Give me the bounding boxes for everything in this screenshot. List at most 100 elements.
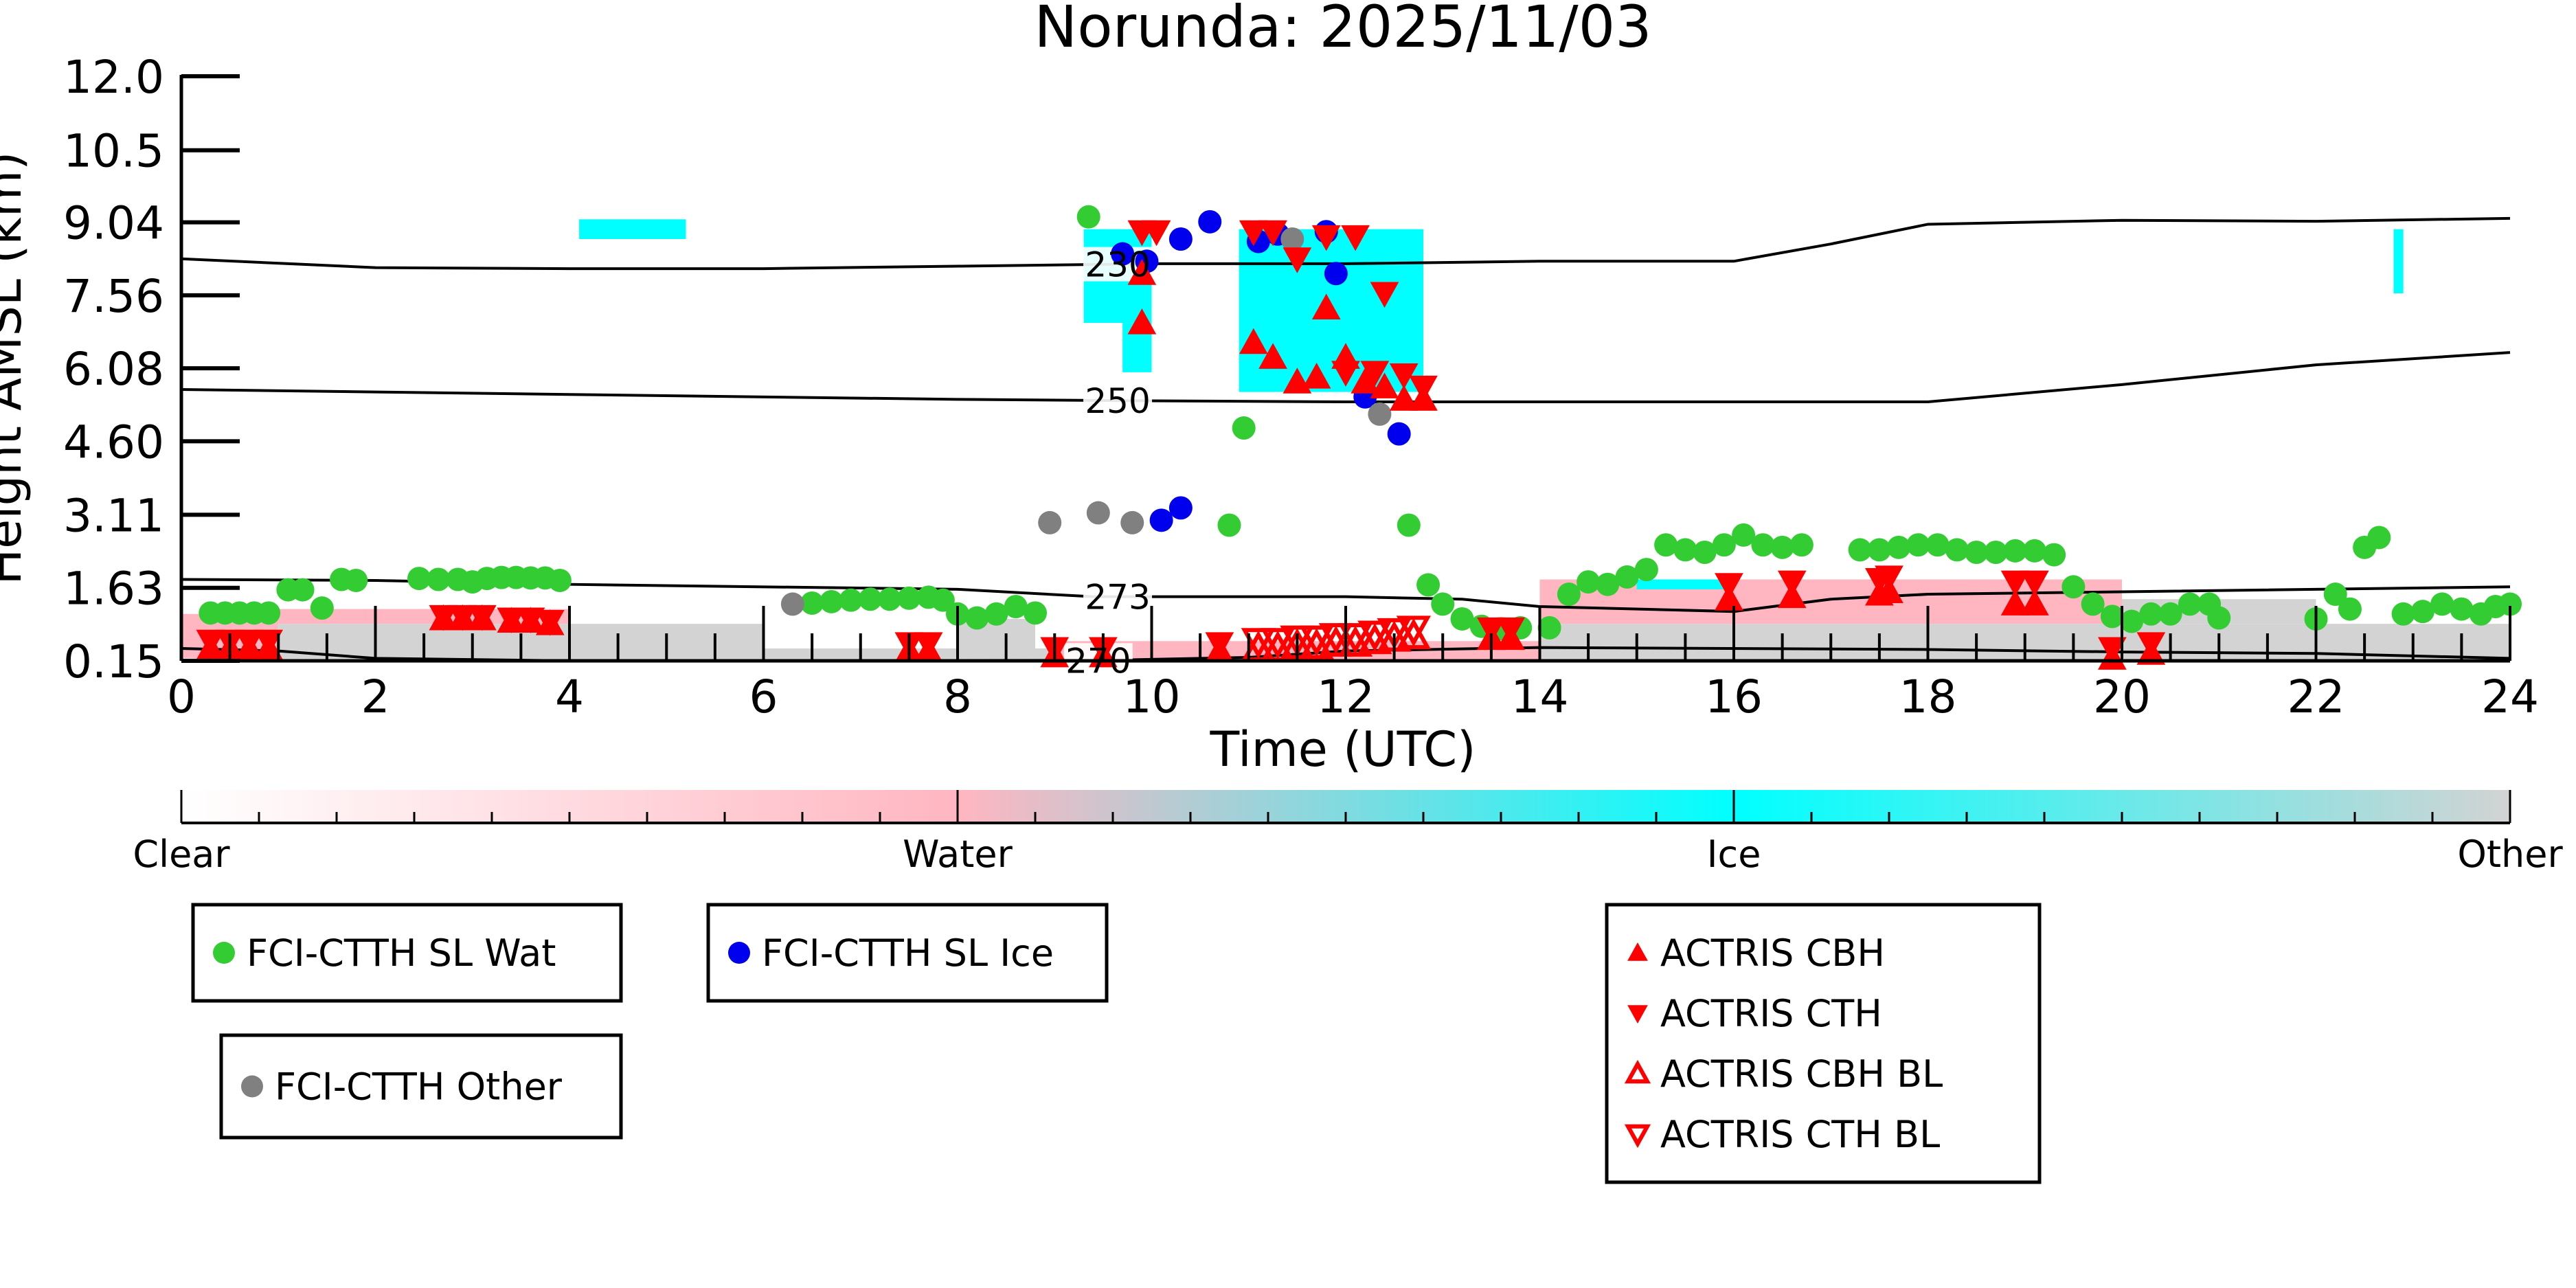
x-tick-label: 4 — [555, 670, 584, 723]
point-actris-cth — [235, 629, 264, 656]
point-fci-ctth-sl-wat — [1450, 607, 1474, 631]
contour-label: 250 — [1085, 381, 1150, 421]
colorbar-label: Water — [903, 833, 1013, 876]
point-actris-cbh — [2000, 589, 2030, 615]
point-fci-ctth-sl-wat — [2338, 597, 2362, 621]
point-actris-cth — [448, 605, 477, 631]
legend-marker-icon — [213, 942, 235, 964]
point-actris-cth-bl — [1299, 625, 1334, 657]
point-fci-ctth-sl-wat — [1906, 533, 1930, 557]
point-fci-ctth-sl-wat — [2430, 592, 2454, 616]
point-fci-ctth-sl-wat — [1887, 535, 1911, 559]
point-actris-cbh — [1258, 343, 1287, 369]
chart-title: Norunda: 2025/11/03 — [1034, 0, 1651, 60]
point-actris-cbh-bl — [1396, 618, 1431, 650]
point-fci-ctth-sl-wat — [897, 586, 921, 610]
point-fci-ctth-sl-wat — [858, 587, 882, 611]
point-actris-cth-bl — [1241, 628, 1276, 659]
point-actris-cth-bl — [1377, 618, 1412, 650]
point-fci-ctth-sl-wat — [2207, 606, 2231, 630]
point-actris-cbh-bl — [1338, 625, 1373, 657]
mask-ice — [579, 219, 686, 239]
point-fci-ctth-sl-wat — [2323, 583, 2347, 607]
point-fci-ctth-sl-wat — [965, 606, 989, 630]
colorbar-label: Clear — [133, 833, 230, 876]
point-actris-cbh — [1389, 385, 1419, 411]
legend-marker-icon — [1627, 1005, 1648, 1024]
contour-label-bg — [1083, 579, 1153, 614]
point-fci-ctth-sl-wat — [1004, 595, 1028, 619]
legend-frame — [191, 903, 623, 1003]
legend-frame — [1605, 903, 2042, 1184]
legend-label: ACTRIS CTH — [1660, 992, 1882, 1035]
legend-label: FCI-CTTH Other — [275, 1065, 563, 1109]
legend-label: ACTRIS CBH — [1660, 931, 1885, 975]
legend-marker-icon — [1627, 942, 1648, 961]
x-tick-label: 24 — [2481, 670, 2539, 723]
x-axis-label: Time (UTC) — [1210, 721, 1476, 778]
point-fci-ctth-sl-ice — [1168, 496, 1193, 520]
point-fci-ctth-sl-wat — [820, 589, 844, 613]
point-fci-ctth-sl-wat — [1076, 205, 1100, 229]
point-actris-cth — [1715, 573, 1743, 599]
point-fci-ctth-sl-wat — [1557, 583, 1581, 607]
legend-label: FCI-CTTH SL Ice — [762, 931, 1054, 975]
point-actris-cth — [1258, 220, 1287, 247]
legend-marker-icon — [728, 942, 750, 964]
x-tick-label: 0 — [167, 670, 196, 723]
point-fci-ctth-sl-wat — [2061, 575, 2086, 599]
point-fci-ctth-sl-wat — [257, 601, 281, 625]
legend-frame — [706, 903, 1109, 1003]
point-fci-ctth-other — [1120, 510, 1144, 534]
point-fci-ctth-sl-wat — [1024, 601, 1047, 625]
legend-label: FCI-CTTH SL Wat — [247, 931, 556, 975]
point-actris-cth — [1360, 361, 1390, 387]
mask-ice — [1636, 579, 1734, 589]
point-fci-ctth-sl-wat — [1217, 513, 1241, 537]
point-actris-cth — [1142, 220, 1171, 247]
point-fci-ctth-sl-wat — [291, 578, 315, 602]
point-actris-cth — [1875, 565, 1903, 591]
point-fci-ctth-sl-wat — [839, 588, 863, 612]
colorbar-label: Ice — [1707, 833, 1761, 876]
point-fci-ctth-sl-wat — [1751, 533, 1775, 557]
point-actris-cth-bl — [1280, 625, 1315, 657]
x-tick-label: 22 — [2287, 670, 2345, 723]
point-fci-ctth-sl-wat — [1848, 538, 1872, 562]
point-fci-ctth-sl-wat — [310, 596, 334, 620]
point-fci-ctth-sl-wat — [931, 588, 955, 612]
point-fci-ctth-sl-wat — [2139, 602, 2163, 626]
point-fci-ctth-sl-wat — [1732, 523, 1756, 547]
point-actris-cbh — [1239, 328, 1268, 354]
point-actris-cth-bl — [1261, 628, 1296, 659]
point-fci-ctth-sl-wat — [1596, 572, 1620, 596]
point-actris-cth-bl — [1396, 615, 1431, 647]
point-fci-ctth-sl-wat — [1634, 558, 1658, 582]
point-fci-ctth-sl-wat — [1232, 416, 1256, 440]
legend-box: FCI-CTTH SL Wat — [191, 903, 623, 1003]
mask-water — [278, 609, 569, 624]
point-fci-ctth-sl-wat — [1984, 541, 2008, 565]
x-tick-label: 18 — [1899, 670, 1957, 723]
y-tick-label: 7.56 — [63, 270, 164, 323]
contour-label: 230 — [1085, 245, 1150, 285]
x-tick-label: 20 — [2093, 670, 2151, 723]
point-fci-ctth-sl-wat — [1615, 565, 1639, 589]
point-fci-ctth-sl-wat — [1537, 615, 1561, 640]
point-actris-cbh — [1127, 308, 1157, 335]
legend-marker-icon — [1624, 1059, 1651, 1084]
point-fci-ctth-sl-wat — [2100, 605, 2124, 629]
point-fci-ctth-sl-wat — [1945, 538, 1969, 562]
contour-label-bg — [1083, 383, 1153, 418]
legend-frame — [219, 1033, 623, 1140]
y-tick-label: 3.11 — [63, 489, 164, 542]
y-tick-label: 10.5 — [63, 125, 164, 178]
point-fci-ctth-sl-wat — [2042, 543, 2066, 567]
point-actris-cth-bl — [1357, 620, 1392, 652]
point-fci-ctth-sl-wat — [2391, 602, 2415, 626]
point-fci-ctth-sl-wat — [1654, 533, 1678, 557]
